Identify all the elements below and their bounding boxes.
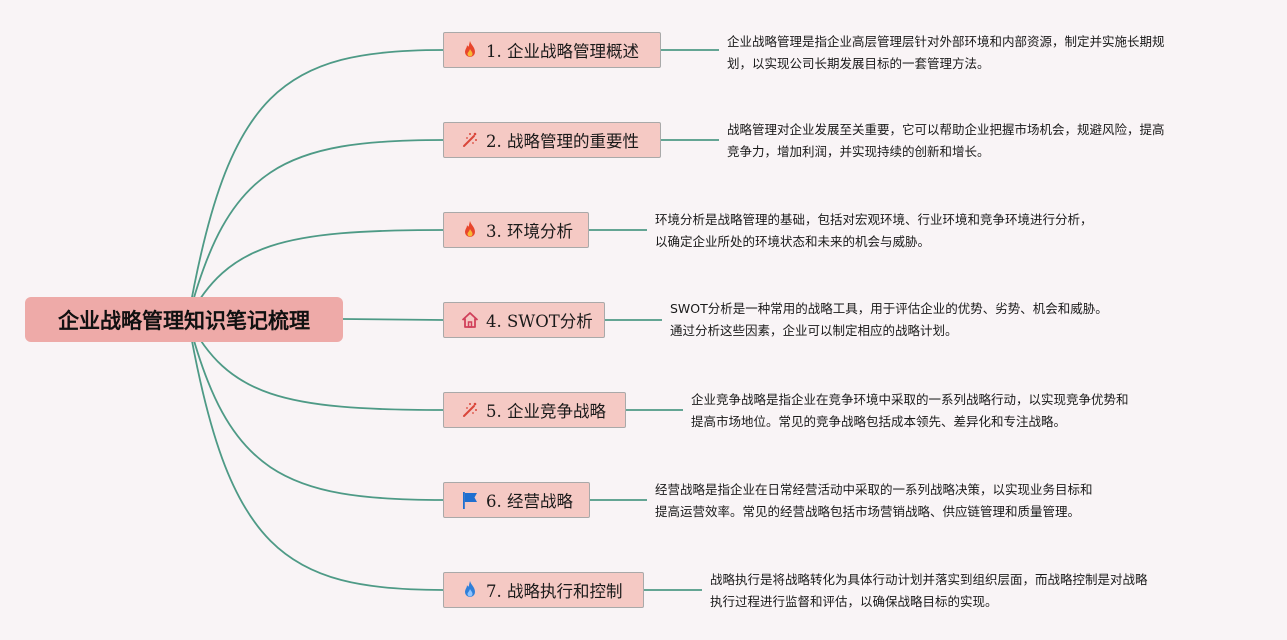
topic-label: 5. 企业竞争战略	[486, 402, 606, 421]
home-icon	[460, 310, 480, 330]
flag-icon	[460, 490, 480, 510]
topic-5[interactable]: 5. 企业竞争战略	[443, 392, 626, 428]
description-line: 战略执行是将战略转化为具体行动计划并落实到组织层面，而战略控制是对战略	[710, 572, 1148, 587]
description-line: SWOT分析是一种常用的战略工具，用于评估企业的优势、劣势、机会和威胁。	[670, 301, 1108, 316]
fire-icon	[460, 40, 480, 60]
sparkle-icon	[460, 400, 480, 420]
topic-7[interactable]: 7. 战略执行和控制	[443, 572, 644, 608]
topic-4[interactable]: 4. SWOT分析	[443, 302, 605, 338]
description-line: 执行过程进行监督和评估，以确保战略目标的实现。	[710, 594, 998, 609]
topic-description-6: 经营战略是指企业在日常经营活动中采取的一系列战略决策，以实现业务目标和提高运营效…	[655, 479, 1093, 523]
topic-description-1: 企业战略管理是指企业高层管理层针对外部环境和内部资源，制定并实施长期规划，以实现…	[727, 31, 1165, 75]
branch-line-6	[187, 318, 444, 501]
topic-label: 1. 企业战略管理概述	[486, 42, 639, 61]
topic-3[interactable]: 3. 环境分析	[443, 212, 589, 248]
branch-line-4	[342, 318, 444, 321]
central-topic[interactable]: 企业战略管理知识笔记梳理	[25, 297, 343, 342]
topic-label: 6. 经营战略	[486, 492, 573, 511]
description-line: 战略管理对企业发展至关重要，它可以帮助企业把握市场机会，规避风险，提高	[727, 122, 1165, 137]
description-line: 环境分析是战略管理的基础，包括对宏观环境、行业环境和竞争环境进行分析，	[655, 212, 1093, 227]
description-line: 提高运营效率。常见的经营战略包括市场营销战略、供应链管理和质量管理。	[655, 504, 1081, 519]
description-line: 竞争力，增加利润，并实现持续的创新和增长。	[727, 144, 990, 159]
topic-description-7: 战略执行是将战略转化为具体行动计划并落实到组织层面，而战略控制是对战略执行过程进…	[710, 569, 1148, 613]
branch-line-2	[187, 139, 444, 320]
topic-label: 4. SWOT分析	[486, 312, 593, 331]
description-line: 企业战略管理是指企业高层管理层针对外部环境和内部资源，制定并实施长期规	[727, 34, 1165, 49]
description-line: 企业竞争战略是指企业在竞争环境中采取的一系列战略行动，以实现竞争优势和	[691, 392, 1129, 407]
blue-fire-icon	[460, 580, 480, 600]
topic-1[interactable]: 1. 企业战略管理概述	[443, 32, 661, 68]
description-line: 划，以实现公司长期发展目标的一套管理方法。	[727, 56, 990, 71]
branch-line-7	[187, 318, 444, 591]
description-line: 经营战略是指企业在日常经营活动中采取的一系列战略决策，以实现业务目标和	[655, 482, 1093, 497]
fire-icon	[460, 220, 480, 240]
topic-label: 3. 环境分析	[486, 222, 573, 241]
topic-label: 7. 战略执行和控制	[486, 582, 623, 601]
description-line: 提高市场地位。常见的竞争战略包括成本领先、差异化和专注战略。	[691, 414, 1067, 429]
branch-line-1	[187, 49, 444, 320]
topic-2[interactable]: 2. 战略管理的重要性	[443, 122, 661, 158]
description-line: 以确定企业所处的环境状态和未来的机会与威胁。	[655, 234, 931, 249]
topic-6[interactable]: 6. 经营战略	[443, 482, 590, 518]
topic-label: 2. 战略管理的重要性	[486, 132, 639, 151]
topic-description-3: 环境分析是战略管理的基础，包括对宏观环境、行业环境和竞争环境进行分析， 以确定企业…	[655, 209, 1093, 253]
branch-line-3	[187, 229, 444, 320]
branch-line-5	[187, 318, 444, 411]
topic-description-2: 战略管理对企业发展至关重要，它可以帮助企业把握市场机会，规避风险，提高竞争力，增…	[727, 119, 1165, 163]
description-line: 通过分析这些因素，企业可以制定相应的战略计划。	[670, 323, 958, 338]
sparkle-icon	[460, 130, 480, 150]
topic-description-5: 企业竞争战略是指企业在竞争环境中采取的一系列战略行动，以实现竞争优势和提高市场地…	[691, 389, 1129, 433]
topic-description-4: SWOT分析是一种常用的战略工具，用于评估企业的优势、劣势、机会和威胁。通过分析…	[670, 298, 1108, 342]
